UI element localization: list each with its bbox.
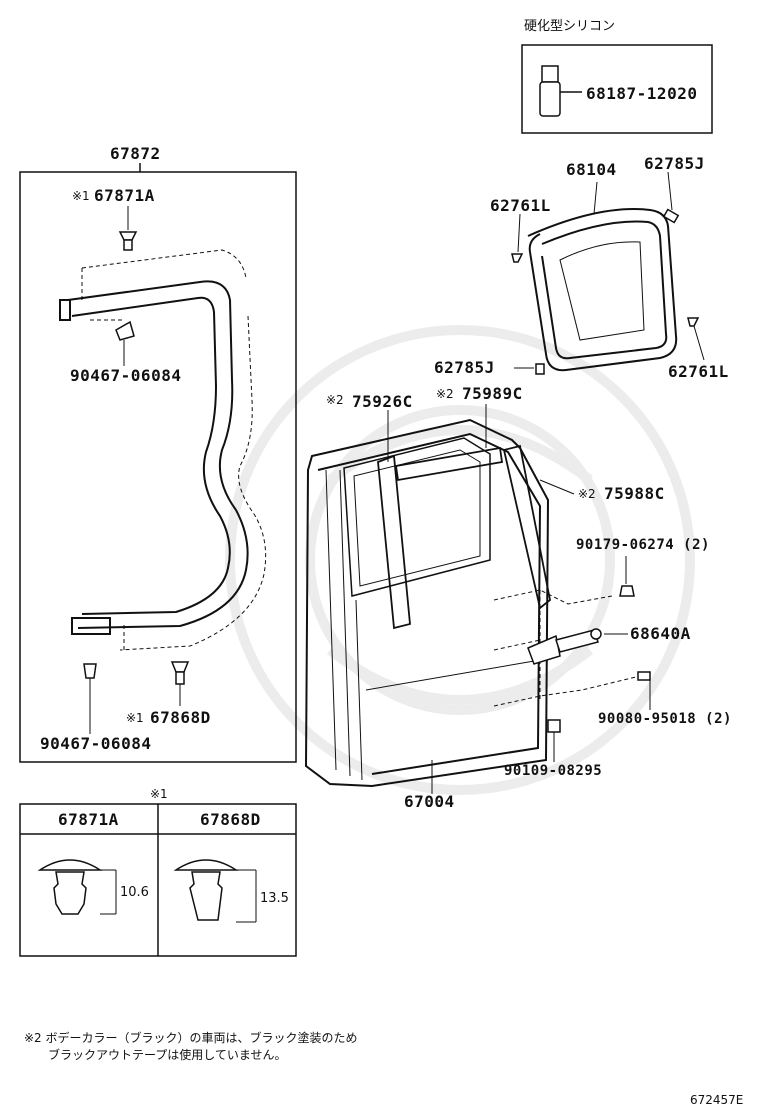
part-label-62785j-mid[interactable]: 62785J xyxy=(434,358,495,377)
window-leader-lines xyxy=(514,171,705,369)
part-label-75989c[interactable]: 75989C xyxy=(462,384,523,403)
clip-67868d-detail-icon xyxy=(173,859,257,923)
clip-90467-top-icon xyxy=(115,320,135,341)
footnote-line-1: ※2 ボデーカラー（ブラック）の車両は、ブラック塗装のため xyxy=(24,1031,358,1045)
quarter-window-drawing xyxy=(527,208,678,372)
dashed-outline xyxy=(81,249,267,651)
part-label-90467-06084-top[interactable]: 90467-06084 xyxy=(70,366,182,385)
silicone-tube-icon xyxy=(539,65,582,117)
rear-door-drawing xyxy=(304,418,551,788)
clip-67868d-icon xyxy=(170,661,190,685)
part-label-68104[interactable]: 68104 xyxy=(566,160,617,179)
part-label-67004[interactable]: 67004 xyxy=(404,792,455,811)
part-label-67868d[interactable]: 67868D xyxy=(150,708,211,727)
note-mark-2: ※2 xyxy=(578,487,596,501)
door-weatherstrip-drawing xyxy=(59,280,249,635)
clip-67871a-detail-icon xyxy=(37,859,117,915)
dimension-13-5: 13.5 xyxy=(260,891,289,906)
part-label-90080-95018[interactable]: 90080-95018 (2) xyxy=(598,711,732,727)
door-leader-lines xyxy=(387,404,651,794)
table-note-mark: ※1 xyxy=(150,787,168,801)
part-label-62761l-top[interactable]: 62761L xyxy=(490,196,551,215)
part-label-75926c[interactable]: 75926C xyxy=(352,392,413,411)
diagram-id: 672457E xyxy=(690,1093,744,1107)
bolt-icons xyxy=(547,585,651,733)
part-label-67871a[interactable]: 67871A xyxy=(94,186,155,205)
part-label-90179-06274[interactable]: 90179-06274 (2) xyxy=(576,537,710,553)
clip-90467-bottom-icon xyxy=(83,663,97,679)
part-label-90109-08295[interactable]: 90109-08295 xyxy=(504,763,603,779)
part-label-75988c[interactable]: 75988C xyxy=(604,484,665,503)
door-check-icon xyxy=(527,628,602,665)
note-mark-2: ※2 xyxy=(436,387,454,401)
table-header-67871a: 67871A xyxy=(58,810,119,829)
clip-dimension-table xyxy=(19,803,297,957)
table-header-67868d: 67868D xyxy=(200,810,261,829)
silicone-title: 硬化型シリコン xyxy=(524,19,616,34)
note-mark-1: ※1 xyxy=(126,711,144,725)
door-dashed-lines xyxy=(493,589,641,707)
note-mark-1: ※1 xyxy=(72,189,90,203)
part-label-68187-12020[interactable]: 68187-12020 xyxy=(586,84,698,103)
part-label-67872[interactable]: 67872 xyxy=(110,144,161,163)
left-leader-lines xyxy=(89,206,181,734)
silicone-box-frame xyxy=(521,44,713,134)
dimension-10-6: 10.6 xyxy=(120,885,149,900)
weatherstrip-box-frame xyxy=(19,171,297,763)
window-parts-icons xyxy=(511,208,700,375)
note-mark-2: ※2 xyxy=(326,393,344,407)
part-label-62785j-top[interactable]: 62785J xyxy=(644,154,705,173)
part-label-68640a[interactable]: 68640A xyxy=(630,624,691,643)
clip-67871a-icon xyxy=(118,231,138,251)
footnote-line-2: ブラックアウトテープは使用していません。 xyxy=(48,1048,287,1062)
part-label-62761l-right[interactable]: 62761L xyxy=(668,362,729,381)
part-label-90467-06084-bottom[interactable]: 90467-06084 xyxy=(40,734,152,753)
